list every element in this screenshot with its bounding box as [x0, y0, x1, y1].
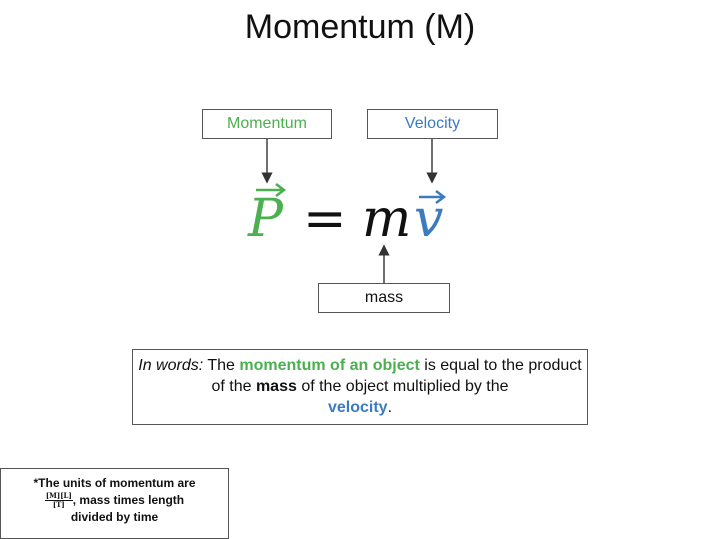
equals-sign: = — [303, 189, 347, 249]
in-words-end: . — [387, 399, 393, 416]
in-words-box: In words: The momentum of an object is e… — [132, 349, 588, 425]
velocity-label: Velocity — [404, 115, 461, 132]
page-title: Momentum (M) — [244, 8, 476, 46]
in-words-momentum: momentum of an object — [239, 357, 420, 374]
in-words-part3: of the object multiplied by the — [301, 378, 509, 395]
mass-label: mass — [364, 289, 404, 306]
units-note-line1: *The units of momentum are — [33, 476, 196, 490]
mass-symbol: m — [362, 189, 411, 249]
units-note-box: *The units of momentum are [M][L] [T] , … — [0, 468, 229, 539]
mass-label-box: mass — [318, 283, 450, 313]
in-words-part2: is equal to the product of the — [211, 357, 582, 395]
units-note-line3: divided by time — [70, 510, 159, 525]
in-words-mass: mass — [255, 378, 297, 395]
in-words-velocity: velocity — [327, 399, 388, 416]
velocity-symbol: v — [414, 189, 443, 249]
momentum-label: Momentum — [226, 115, 308, 132]
in-words-prefix: In words: — [138, 357, 204, 374]
momentum-symbol: P — [247, 189, 284, 249]
units-note-line2-wrap: [M][L] [T] , mass times length — [1, 492, 228, 509]
velocity-label-box: Velocity — [367, 109, 498, 139]
momentum-vector-arrow — [256, 183, 287, 197]
momentum-label-box: Momentum — [202, 109, 332, 139]
units-fraction-denominator: [T] — [52, 500, 65, 510]
units-fraction: [M][L] [T] — [44, 491, 73, 510]
in-words-part1: The — [207, 357, 235, 374]
units-note-line2: , mass times length — [72, 493, 185, 507]
units-fraction-numerator: [M][L] — [44, 491, 73, 502]
velocity-vector-arrow — [419, 190, 447, 204]
